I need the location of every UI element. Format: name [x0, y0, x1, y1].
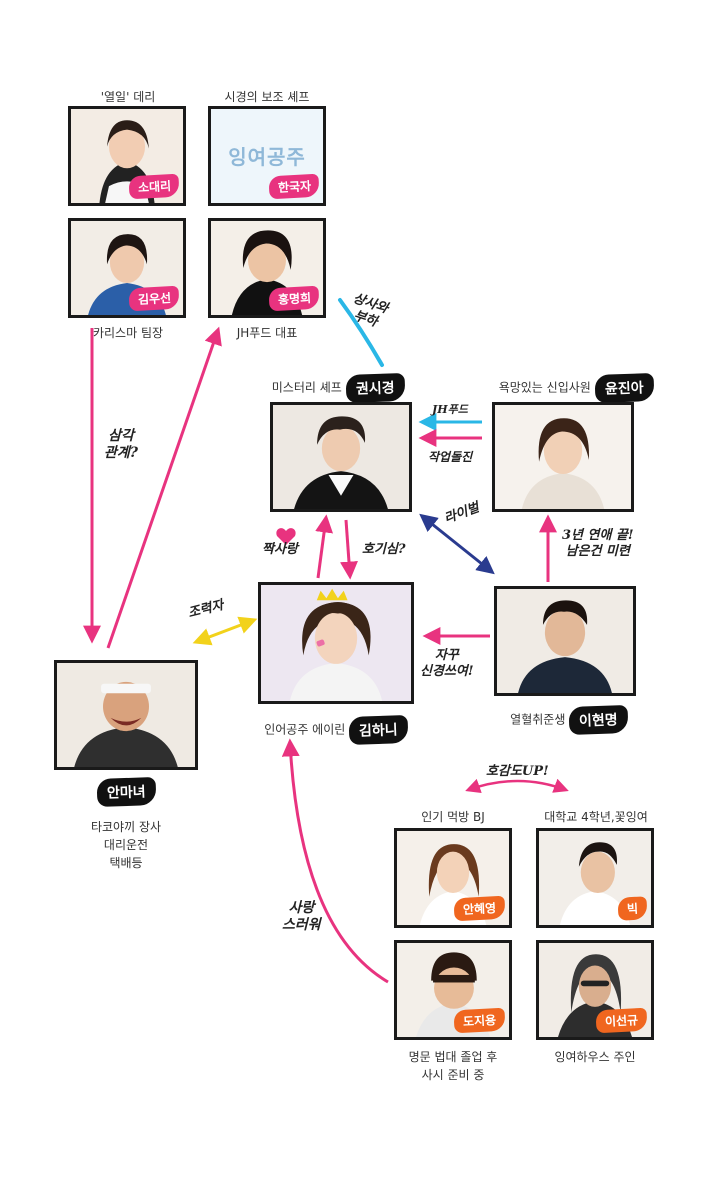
photo-dojiyong: 도지용 [394, 940, 512, 1040]
arrow-supporter [192, 616, 258, 646]
note-favor-up: 호감도UP! [486, 764, 549, 779]
note-love-end: 3년 연애 끝! 남은건 미련 [562, 528, 634, 559]
label-kimhani: 인어공주 에이린 김하니 [238, 714, 434, 746]
badge-sodaeri: 소대리 [128, 173, 180, 200]
caption-anhyeyoung-top: 인기 먹방 BJ [421, 810, 485, 824]
arrow-ahn-to-hong [106, 326, 222, 649]
portrait-icon [539, 831, 651, 925]
photo-hongmyunghee: 홍명희 [208, 218, 326, 318]
badge-kwonsikyung: 권시경 [345, 372, 405, 404]
badge-kimhani: 김하니 [348, 714, 409, 746]
line-boss [338, 298, 384, 367]
caption-anmanyeo-bottom: 타코야끼 장사 대리운전 택배등 [90, 820, 162, 870]
note-jakeop: 작업돌진 [428, 450, 473, 464]
photo-leesungyu: 이선규 [536, 940, 654, 1040]
caption-hongmyunghee-bottom: JH푸드 대표 [236, 326, 298, 340]
caption-hangukja-top: 시경의 보조 셰프 [224, 90, 310, 104]
arrow-favor [465, 778, 569, 793]
note-curious: 호기심? [362, 542, 406, 557]
photo-sodaeri: 소대리 [68, 106, 186, 206]
caption-dojiyong-bottom: 명문 법대 졸업 후 사시 준비 중 [408, 1050, 498, 1082]
arrow-curious [339, 519, 358, 580]
photo-hangukja: 잉여공주 한국자 [208, 106, 326, 206]
label-leehyunmyung: 열혈취준생 이현명 [484, 704, 654, 736]
portrait-icon [497, 589, 633, 693]
label-yunjina: 욕망있는 신입사원 윤진아 [476, 372, 676, 404]
arrow-rival [419, 513, 495, 575]
portrait-icon [495, 405, 631, 509]
photo-kimhani [258, 582, 414, 704]
heart-icon [276, 528, 296, 545]
caption-leesungyu-bottom: 잉여하우스 주인 [554, 1050, 636, 1064]
photo-bik: 빅 [536, 828, 654, 928]
placeholder-logo: 잉여공주 [228, 145, 306, 169]
caption-bik-top: 대학교 4학년,꽃잉여 [544, 810, 648, 824]
note-triangle: 삼각 관계? [104, 428, 138, 461]
portrait-icon [261, 585, 411, 701]
badge-hongmyunghee: 홍명희 [268, 285, 320, 312]
photo-leehyunmyung [494, 586, 636, 696]
badge-anhyeyoung: 안혜영 [453, 895, 506, 922]
arrow-lovely [281, 738, 389, 984]
badge-leesungyu: 이선규 [595, 1007, 648, 1034]
photo-anhyeyoung: 안혜영 [394, 828, 512, 928]
caption-kimwoosun-bottom: 카리스마 팀장 [92, 326, 164, 340]
portrait-icon [57, 663, 195, 767]
badge-yunjina: 윤진아 [594, 372, 654, 404]
arrow-crush [315, 514, 334, 579]
badge-anmanyeo: 안마녀 [96, 776, 156, 808]
note-lovely: 사랑 스러워 [282, 900, 321, 933]
note-bother: 자꾸 신경쓰여! [420, 648, 474, 679]
label-kwonsikyung: 미스터리 셰프 권시경 [258, 372, 418, 404]
note-jhfood: JH푸드 [432, 403, 468, 416]
label-anmanyeo: 안마녀 [54, 776, 198, 808]
photo-yunjina [492, 402, 634, 512]
portrait-icon [273, 405, 409, 509]
badge-kimwoosun: 김우선 [128, 285, 180, 312]
photo-anmanyeo [54, 660, 198, 770]
photo-kimwoosun: 김우선 [68, 218, 186, 318]
badge-hangukja: 한국자 [268, 173, 320, 200]
caption-sodaeri-top: '열일' 데리 [100, 90, 156, 104]
badge-dojiyong: 도지용 [453, 1007, 506, 1034]
note-crush: 짝사랑 [262, 542, 298, 557]
photo-kwonsikyung [270, 402, 412, 512]
badge-leehyunmyung: 이현명 [568, 704, 629, 736]
